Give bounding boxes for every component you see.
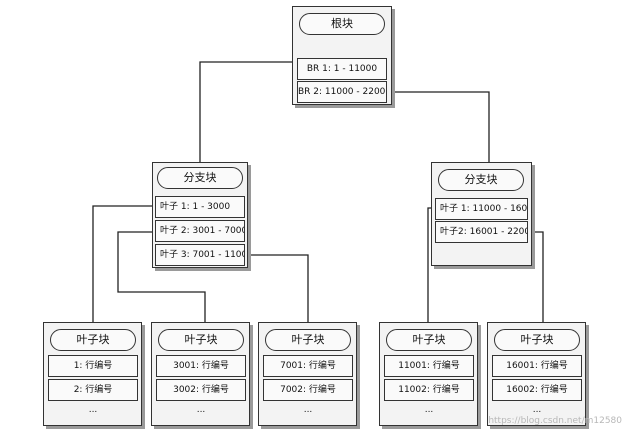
leaf-2-title: 叶子块 <box>158 329 244 351</box>
branch-left-row-1: 叶子 1: 1 - 3000 <box>155 196 245 218</box>
leaf-3-more: ... <box>303 405 313 415</box>
leaf-4-title: 叶子块 <box>386 329 472 351</box>
leaf-2-row-2: 3002: 行编号 <box>156 379 246 401</box>
leaf-5-more: ... <box>532 405 542 415</box>
branch-left-row-2: 叶子 2: 3001 - 7000 <box>155 220 245 242</box>
leaf-4-more: ... <box>424 405 434 415</box>
leaf-5-row-2: 16002: 行编号 <box>492 379 582 401</box>
link-branch-right-to-leaf-5 <box>530 231 544 322</box>
watermark: https://blog.csdn.net/m12580 <box>488 416 622 426</box>
branch-left-row-3: 叶子 3: 7001 - 11000 <box>155 244 245 266</box>
leaf-1-row-2: 2: 行编号 <box>48 379 138 401</box>
leaf-block-3: 叶子块 7001: 行编号 7002: 行编号 ... <box>258 322 357 426</box>
leaf-4-row-1: 11001: 行编号 <box>384 355 474 377</box>
leaf-5-title: 叶子块 <box>494 329 580 351</box>
leaf-2-more: ... <box>196 405 206 415</box>
link-root-to-branch-right <box>391 91 490 162</box>
leaf-3-row-2: 7002: 行编号 <box>263 379 353 401</box>
branch-block-left: 分支块 叶子 1: 1 - 3000 叶子 2: 3001 - 7000 叶子 … <box>152 162 248 268</box>
link-root-to-branch-left <box>199 61 296 162</box>
link-branch-left-to-leaf-2 <box>117 231 206 322</box>
branch-right-row-2: 叶子2: 16001 - 22000 <box>435 221 528 243</box>
link-branch-left-to-leaf-1 <box>92 205 156 322</box>
branch-block-right: 分支块 叶子 1: 11000 - 16000 叶子2: 16001 - 220… <box>431 162 532 266</box>
leaf-block-2: 叶子块 3001: 行编号 3002: 行编号 ... <box>151 322 250 426</box>
leaf-block-5: 叶子块 16001: 行编号 16002: 行编号 ... <box>487 322 586 426</box>
branch-left-title: 分支块 <box>157 167 243 189</box>
leaf-2-row-1: 3001: 行编号 <box>156 355 246 377</box>
root-block-title: 根块 <box>299 13 385 35</box>
leaf-1-more: ... <box>88 405 98 415</box>
leaf-1-title: 叶子块 <box>50 329 136 351</box>
leaf-block-4: 叶子块 11001: 行编号 11002: 行编号 ... <box>379 322 478 426</box>
branch-right-row-1: 叶子 1: 11000 - 16000 <box>435 198 528 220</box>
leaf-5-row-1: 16001: 行编号 <box>492 355 582 377</box>
root-block: 根块 BR 1: 1 - 11000 BR 2: 11000 - 22000 <box>292 6 392 105</box>
leaf-block-1: 叶子块 1: 行编号 2: 行编号 ... <box>43 322 142 426</box>
link-branch-left-to-leaf-3 <box>246 254 309 322</box>
leaf-4-row-2: 11002: 行编号 <box>384 379 474 401</box>
leaf-3-title: 叶子块 <box>265 329 351 351</box>
leaf-3-row-1: 7001: 行编号 <box>263 355 353 377</box>
branch-right-title: 分支块 <box>438 169 524 191</box>
root-row-br1: BR 1: 1 - 11000 <box>297 58 387 80</box>
root-row-br2: BR 2: 11000 - 22000 <box>297 81 387 103</box>
leaf-1-row-1: 1: 行编号 <box>48 355 138 377</box>
